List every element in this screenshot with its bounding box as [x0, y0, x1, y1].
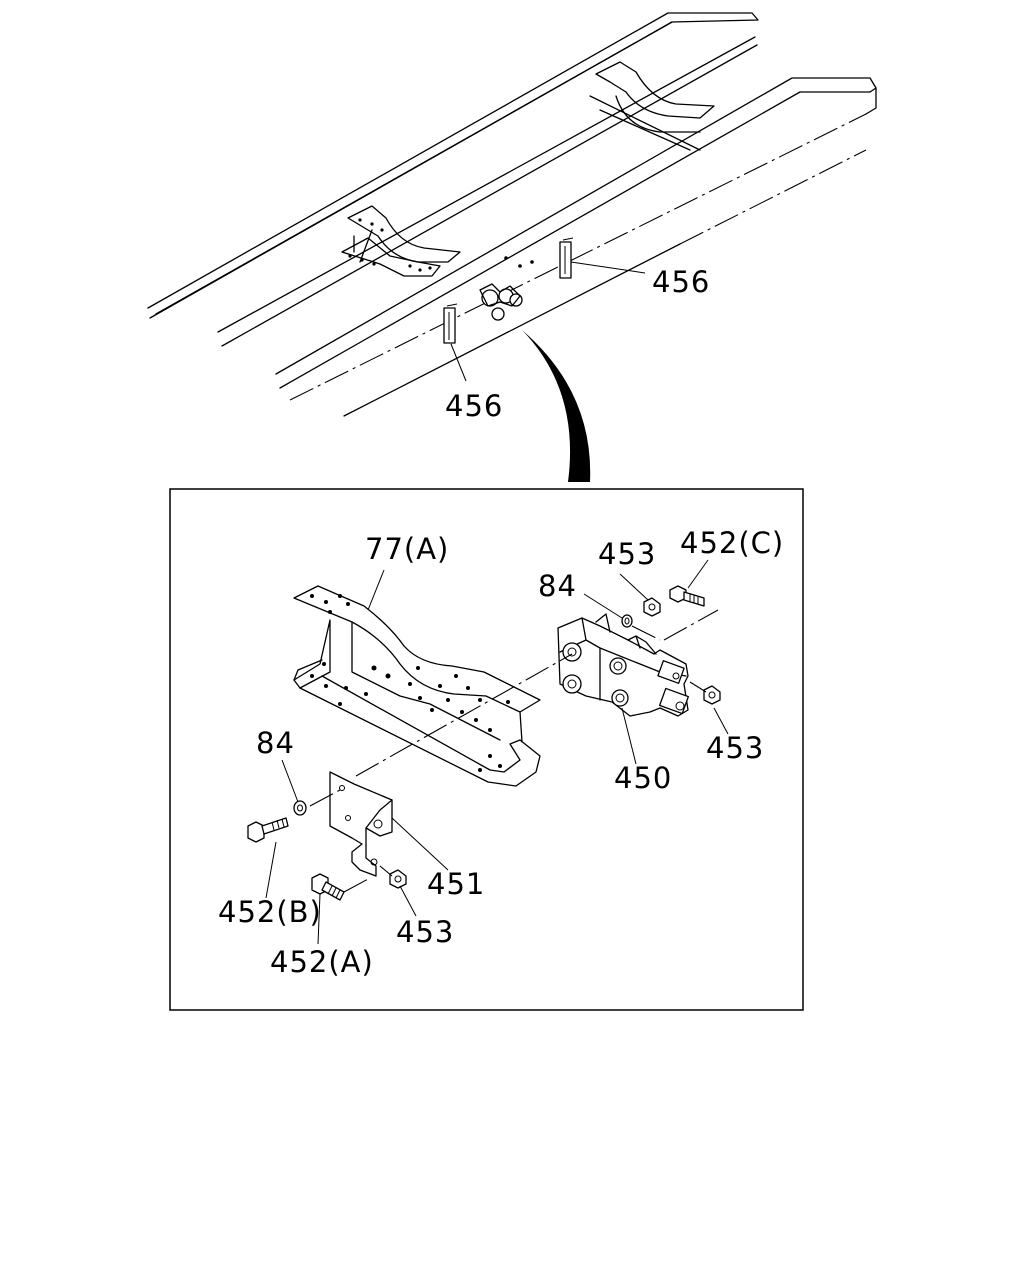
- detail-frame: [169, 488, 804, 1011]
- callout-451: 451: [427, 867, 485, 901]
- washer-84-top: [621, 614, 633, 628]
- crossmember-77a-holes: [310, 594, 510, 772]
- callout-452a: 452(A): [270, 945, 374, 979]
- nut-453-top: [643, 597, 661, 617]
- callout-453-right: 453: [706, 731, 764, 765]
- bolt-452a: [311, 873, 345, 901]
- callout-456-right: 456: [652, 265, 710, 299]
- crossmember-holes: [348, 218, 534, 272]
- callout-453-bottom: 453: [396, 915, 454, 949]
- chassis-frame-overview: [147, 12, 877, 417]
- nut-453-right: [703, 685, 721, 705]
- callout-452c: 452(C): [680, 526, 784, 560]
- callout-452b: 452(B): [218, 895, 322, 929]
- clip-456-left: [443, 303, 458, 344]
- callout-456-left: 456: [445, 389, 503, 423]
- bracket-451: [329, 771, 393, 877]
- bolt-452b: [247, 817, 289, 843]
- crossmember-77a: [293, 585, 541, 787]
- magnify-arrow: [522, 330, 591, 482]
- washer-84-left: [293, 800, 307, 816]
- bolt-452c: [669, 585, 705, 607]
- hanger-bracket-450: [557, 613, 690, 717]
- callout-453-top: 453: [598, 537, 656, 571]
- callout-84-top: 84: [538, 569, 577, 603]
- leader-lines: [265, 559, 729, 945]
- callout-77a: 77(A): [365, 532, 449, 566]
- callout-84-left: 84: [256, 726, 295, 760]
- callout-450: 450: [614, 761, 672, 795]
- hanger-bracket-small: [479, 283, 523, 321]
- assembly-lines: [309, 609, 719, 893]
- clip-456-right: [559, 237, 574, 279]
- nut-453-bottom: [389, 869, 407, 889]
